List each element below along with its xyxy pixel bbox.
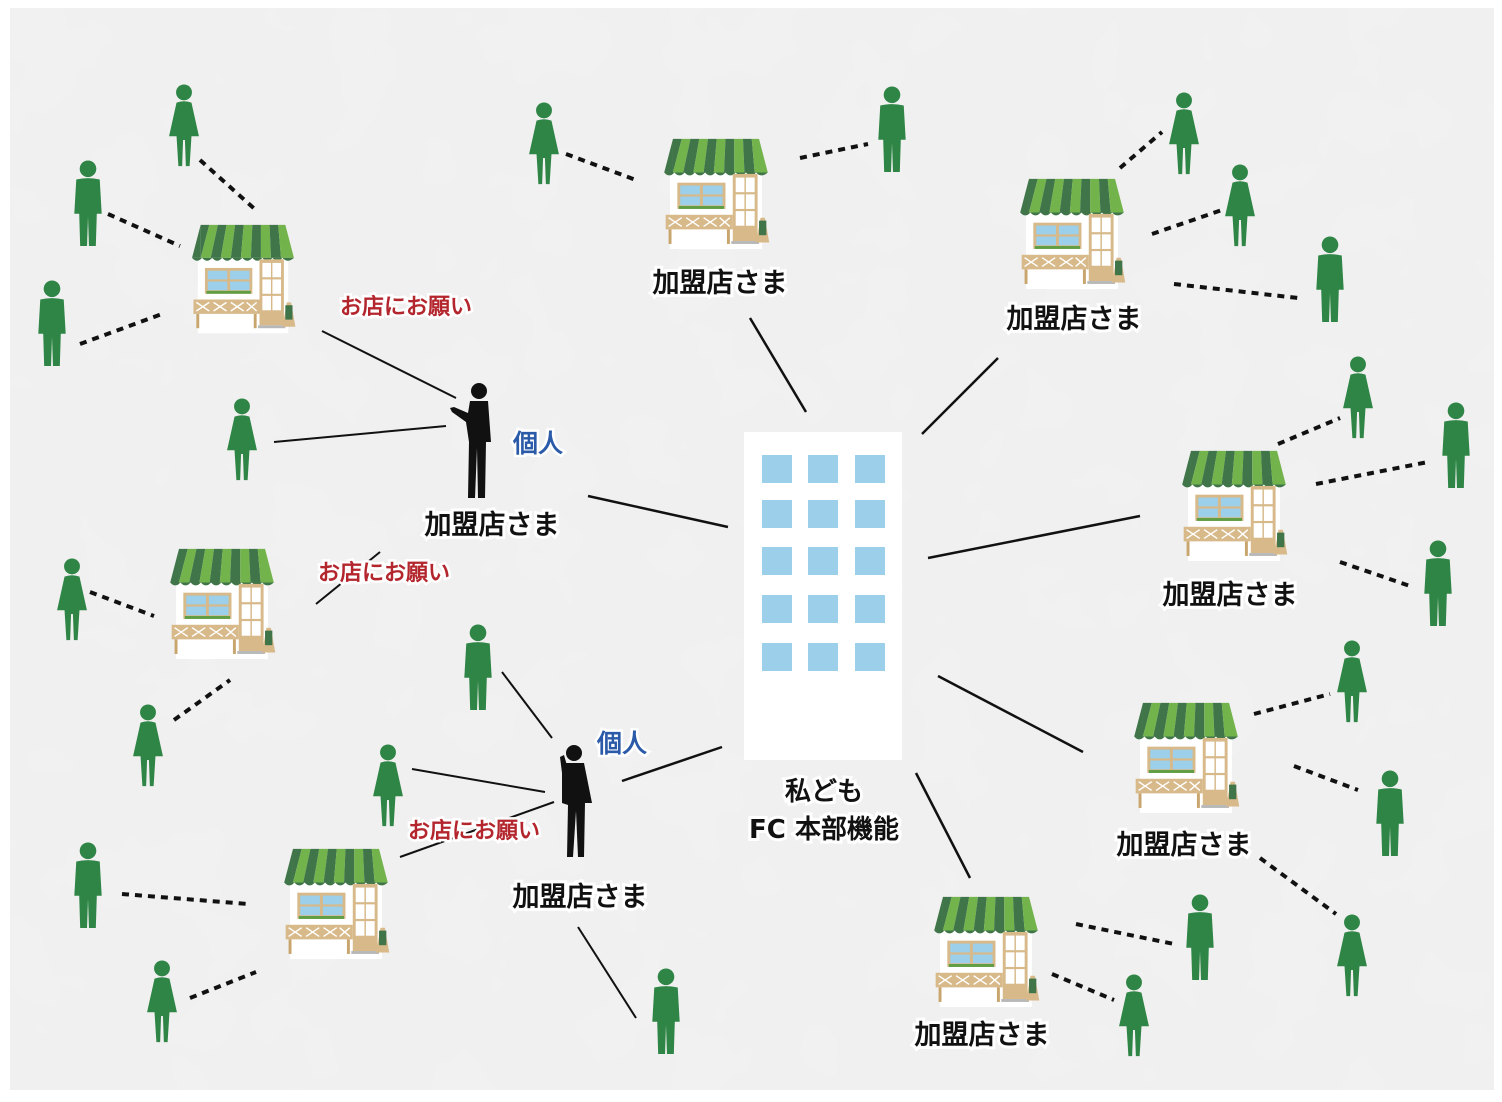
store-label: 加盟店さま xyxy=(653,268,788,299)
shop-icon xyxy=(1019,177,1127,291)
shop-icon xyxy=(933,895,1041,1009)
hq-connection-lines xyxy=(587,317,1141,879)
customer-lines xyxy=(79,130,1429,1002)
store-label: 加盟店さま xyxy=(915,1020,1050,1051)
shop-icon xyxy=(283,847,391,961)
individual-1-lines xyxy=(273,330,457,605)
request-label: お店にお願い xyxy=(318,561,450,586)
shop-icon xyxy=(663,137,771,251)
shop-icon xyxy=(1133,701,1241,815)
shop-icon xyxy=(1181,449,1289,563)
headquarters-building: 私ども FC 本部機能 xyxy=(744,432,902,848)
store-label: 加盟店さま xyxy=(425,510,560,541)
building-windows xyxy=(762,455,885,671)
store-label: 加盟店さま xyxy=(1163,580,1298,611)
request-label: お店にお願い xyxy=(340,295,472,320)
store-label: 加盟店さま xyxy=(1117,830,1252,861)
individual-label: 個人 xyxy=(596,729,647,758)
request-label: お店にお願い xyxy=(408,819,540,844)
individual-label: 個人 xyxy=(512,429,563,458)
store-label: 加盟店さま xyxy=(1007,304,1142,335)
store-label: 加盟店さま xyxy=(513,882,648,913)
hq-label-line1: 私ども xyxy=(785,777,863,807)
shop-icon xyxy=(169,547,277,661)
shop-icon xyxy=(191,223,297,335)
individual-2-lines xyxy=(399,671,637,1019)
hq-label-line2: FC 本部機能 xyxy=(749,814,899,845)
